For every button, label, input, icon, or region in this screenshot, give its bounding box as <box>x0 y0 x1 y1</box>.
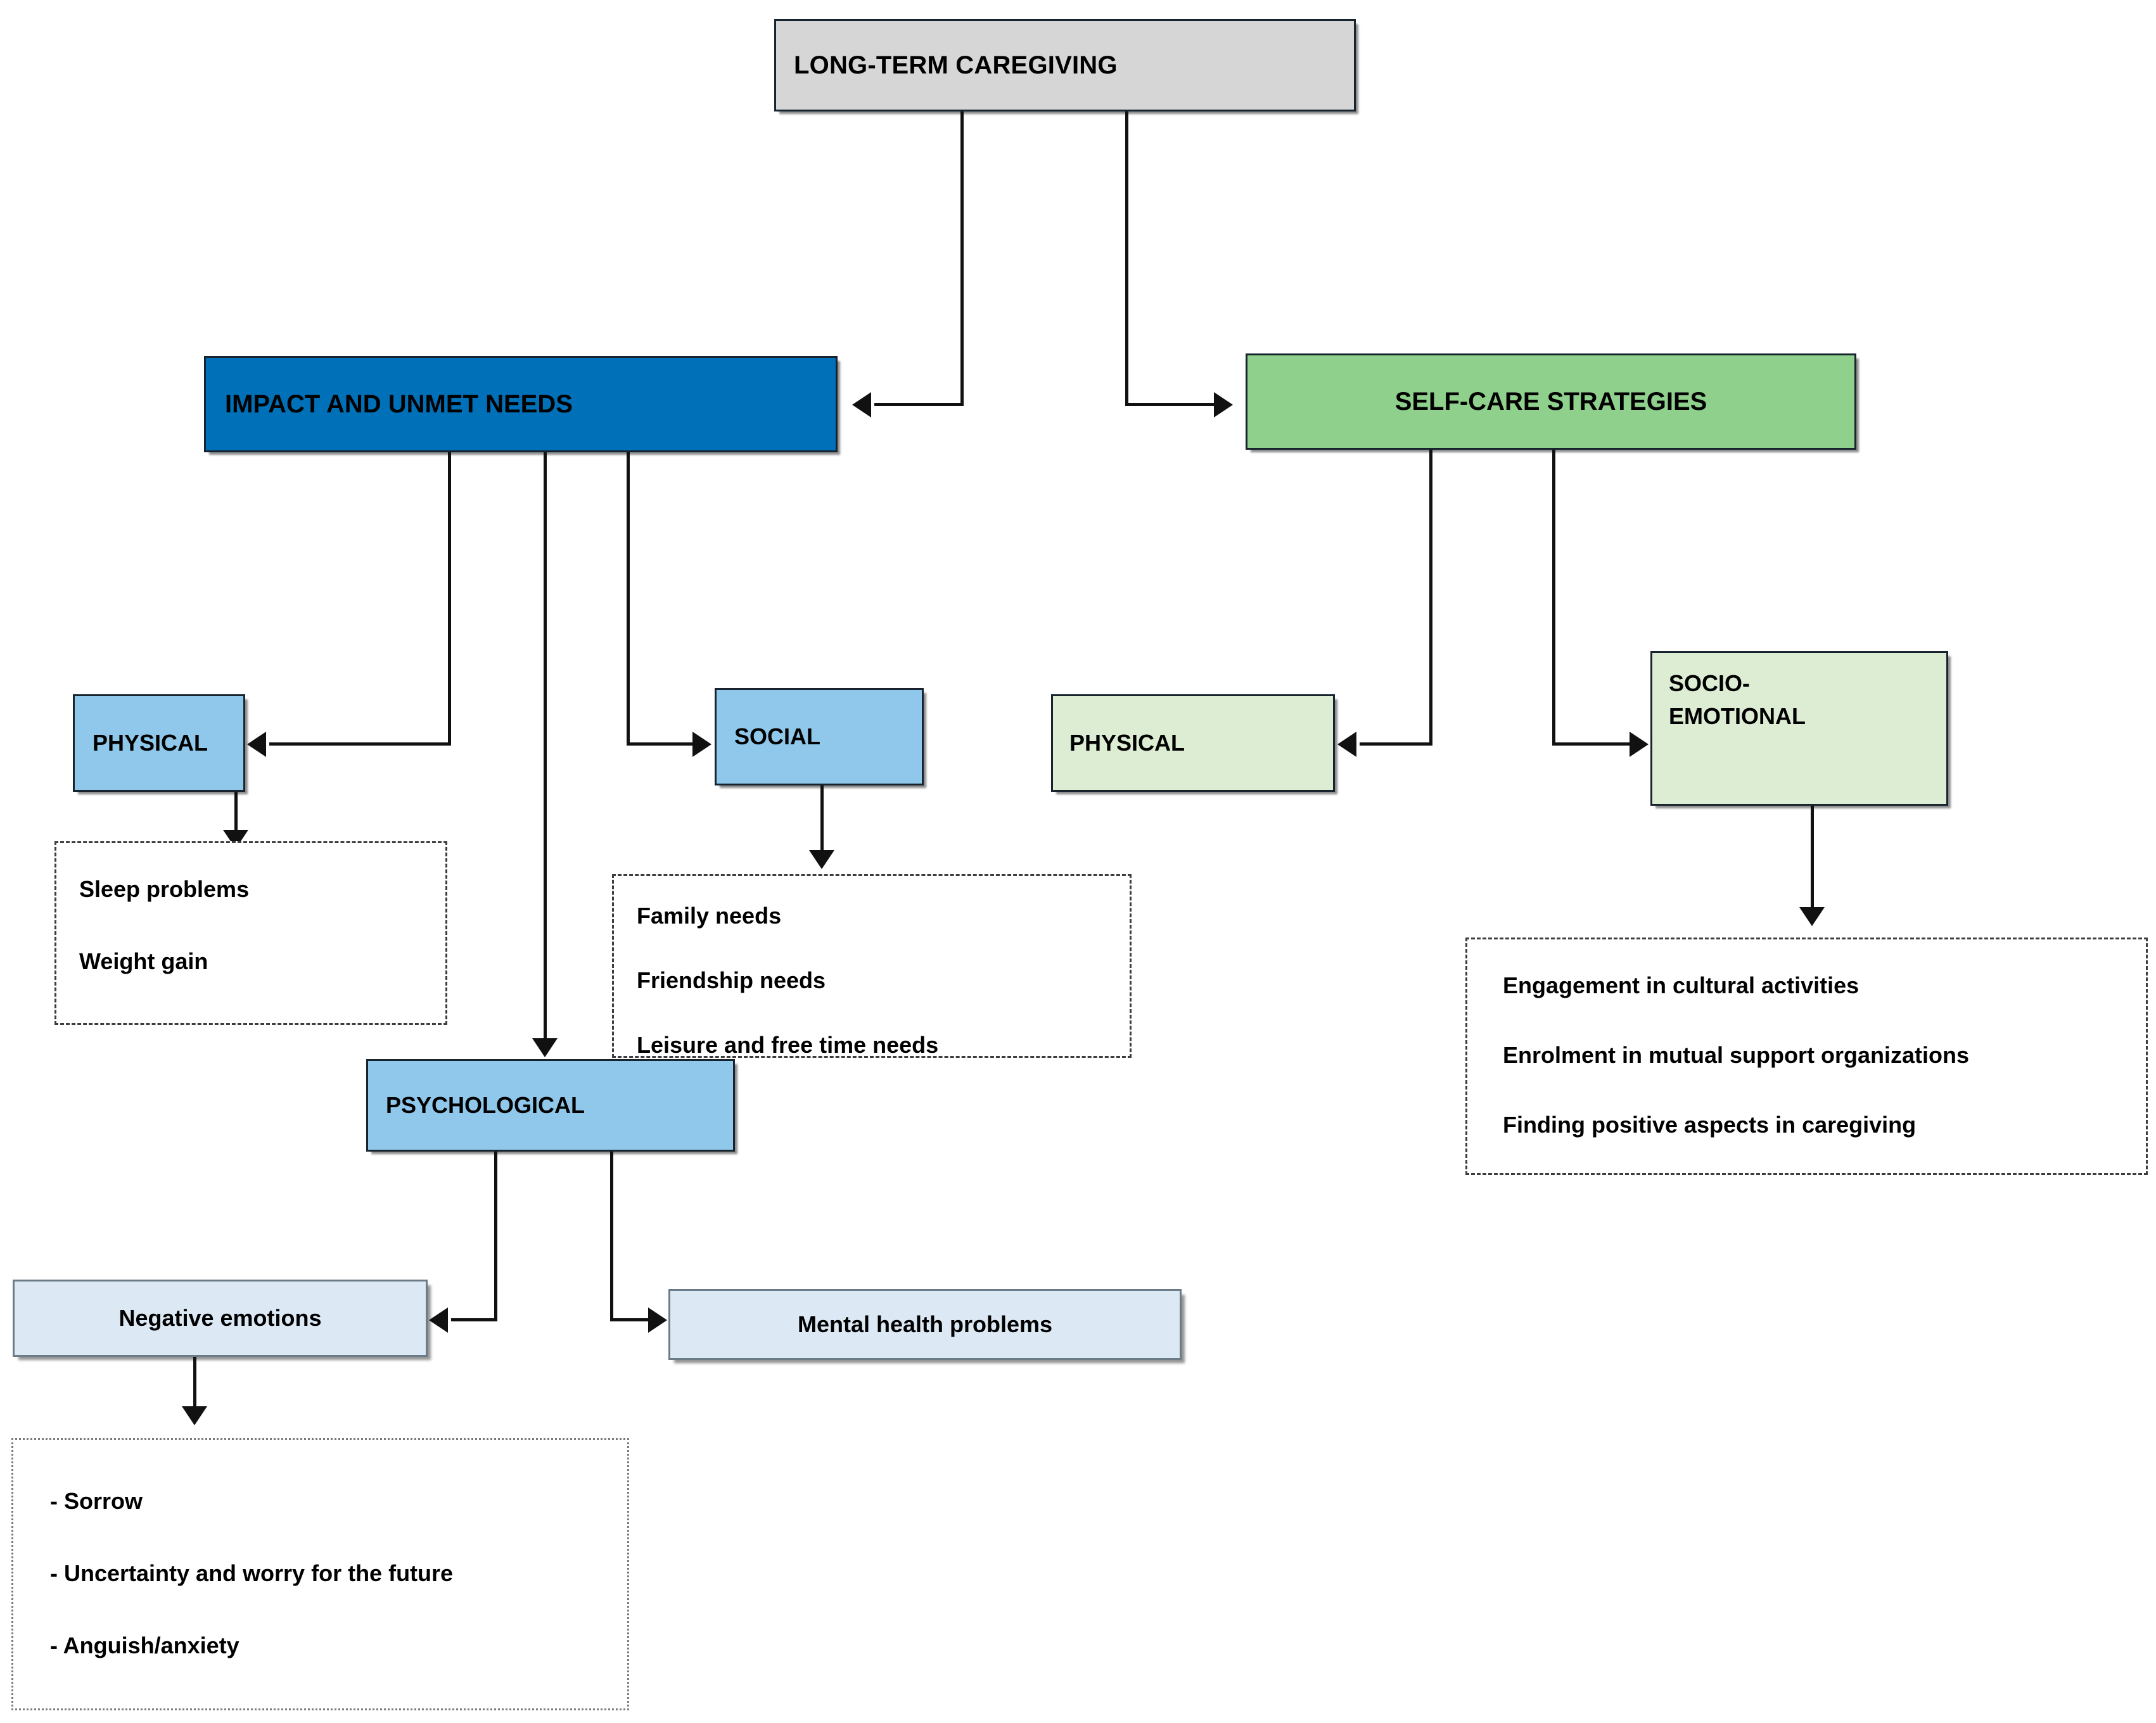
connector-impact-to-social-horizontal <box>627 742 692 746</box>
socio-emotional-line-1: SOCIO- <box>1669 670 1751 696</box>
node-selfcare-socio-emotional[interactable]: SOCIO- EMOTIONAL <box>1650 651 1948 806</box>
list-item: - Sorrow <box>50 1488 143 1514</box>
list-item: - Anguish/anxiety <box>50 1632 239 1658</box>
node-selfcare-physical-label: PHYSICAL <box>1069 729 1185 756</box>
list-item: Finding positive aspects in caregiving <box>1503 1112 1917 1138</box>
connector-psych-to-mental-health-vertical <box>610 1152 613 1321</box>
list-item: Leisure and free time needs <box>637 1032 939 1058</box>
node-impact-physical-label: PHYSICAL <box>92 730 208 756</box>
arrowhead-selfcare-to-physical <box>1337 732 1356 757</box>
connector-socio-emotional-to-list-vertical <box>1811 806 1814 907</box>
list-item: Friendship needs <box>637 967 826 993</box>
node-impact-and-unmet-needs-label: IMPACT AND UNMET NEEDS <box>225 390 573 418</box>
connector-negative-emotions-to-list-vertical <box>193 1357 196 1406</box>
arrowhead-psych-to-mental-health <box>648 1307 667 1333</box>
node-negative-emotions-label: Negative emotions <box>118 1305 322 1331</box>
node-selfcare-socio-emotional-label: SOCIO- EMOTIONAL <box>1669 667 1946 733</box>
node-impact-physical[interactable]: PHYSICAL <box>73 694 245 792</box>
list-item: Family needs <box>637 903 782 929</box>
node-long-term-caregiving[interactable]: LONG-TERM CAREGIVING <box>774 19 1356 111</box>
arrowhead-root-to-selfcare <box>1214 392 1233 417</box>
arrowhead-socio-emotional-to-list <box>1799 907 1825 926</box>
node-impact-psychological-label: PSYCHOLOGICAL <box>386 1092 585 1118</box>
connector-impact-to-physical-horizontal <box>269 742 451 746</box>
node-self-care-strategies[interactable]: SELF-CARE STRATEGIES <box>1246 353 1856 450</box>
connector-selfcare-to-physical-vertical <box>1429 450 1432 745</box>
node-negative-emotions[interactable]: Negative emotions <box>13 1280 428 1357</box>
node-impact-and-unmet-needs[interactable]: IMPACT AND UNMET NEEDS <box>204 356 838 452</box>
connector-psych-to-mental-health-horizontal <box>610 1318 648 1321</box>
list-item: Engagement in cultural activities <box>1503 972 1859 998</box>
node-long-term-caregiving-label: LONG-TERM CAREGIVING <box>794 51 1118 79</box>
connector-selfcare-to-socio-emotional-horizontal <box>1552 742 1630 746</box>
node-impact-social-label: SOCIAL <box>734 723 821 749</box>
connector-selfcare-to-socio-emotional-vertical <box>1552 450 1555 745</box>
node-mental-health-problems[interactable]: Mental health problems <box>668 1289 1182 1360</box>
connector-impact-physical-to-list-vertical <box>234 792 238 830</box>
connector-root-to-impact-vertical <box>960 111 964 405</box>
node-impact-psychological[interactable]: PSYCHOLOGICAL <box>366 1059 735 1152</box>
list-item: Weight gain <box>79 948 208 974</box>
node-mental-health-problems-label: Mental health problems <box>797 1311 1053 1337</box>
connector-psych-to-negative-emotions-horizontal <box>451 1318 497 1321</box>
arrowhead-impact-to-physical <box>247 732 266 757</box>
list-physical-impacts: Sleep problems Weight gain <box>54 841 447 1025</box>
list-self-care-strategies: Engagement in cultural activities Enrolm… <box>1465 938 2148 1175</box>
connector-impact-social-to-list-vertical <box>820 785 824 850</box>
arrowhead-root-to-impact <box>852 392 871 417</box>
list-negative-emotion-details: - Sorrow - Uncertainty and worry for the… <box>11 1438 629 1710</box>
arrowhead-selfcare-to-socio-emotional <box>1630 732 1649 757</box>
connector-root-to-impact-horizontal <box>874 403 964 406</box>
node-selfcare-physical[interactable]: PHYSICAL <box>1051 694 1335 792</box>
arrowhead-negative-emotions-to-list <box>182 1406 207 1425</box>
list-social-needs: Family needs Friendship needs Leisure an… <box>612 874 1132 1058</box>
connector-root-to-selfcare-horizontal <box>1125 403 1214 406</box>
arrowhead-impact-to-social <box>692 732 711 757</box>
socio-emotional-line-2: EMOTIONAL <box>1669 703 1806 730</box>
list-item: - Uncertainty and worry for the future <box>50 1560 454 1586</box>
list-item: Enrolment in mutual support organization… <box>1503 1042 1970 1068</box>
arrowhead-impact-to-psychological <box>532 1038 558 1057</box>
connector-root-to-selfcare-vertical <box>1125 111 1128 405</box>
node-self-care-strategies-label: SELF-CARE STRATEGIES <box>1394 387 1707 416</box>
connector-impact-to-psychological-vertical <box>544 452 547 1038</box>
connector-impact-to-physical-vertical <box>448 452 451 745</box>
connector-psych-to-negative-emotions-vertical <box>494 1152 497 1321</box>
connector-selfcare-to-physical-horizontal <box>1360 742 1432 746</box>
arrowhead-psych-to-negative-emotions <box>429 1307 448 1333</box>
arrowhead-impact-social-to-list <box>809 850 834 869</box>
connector-impact-to-social-vertical <box>627 452 630 745</box>
node-impact-social[interactable]: SOCIAL <box>715 688 924 785</box>
list-item: Sleep problems <box>79 876 250 902</box>
